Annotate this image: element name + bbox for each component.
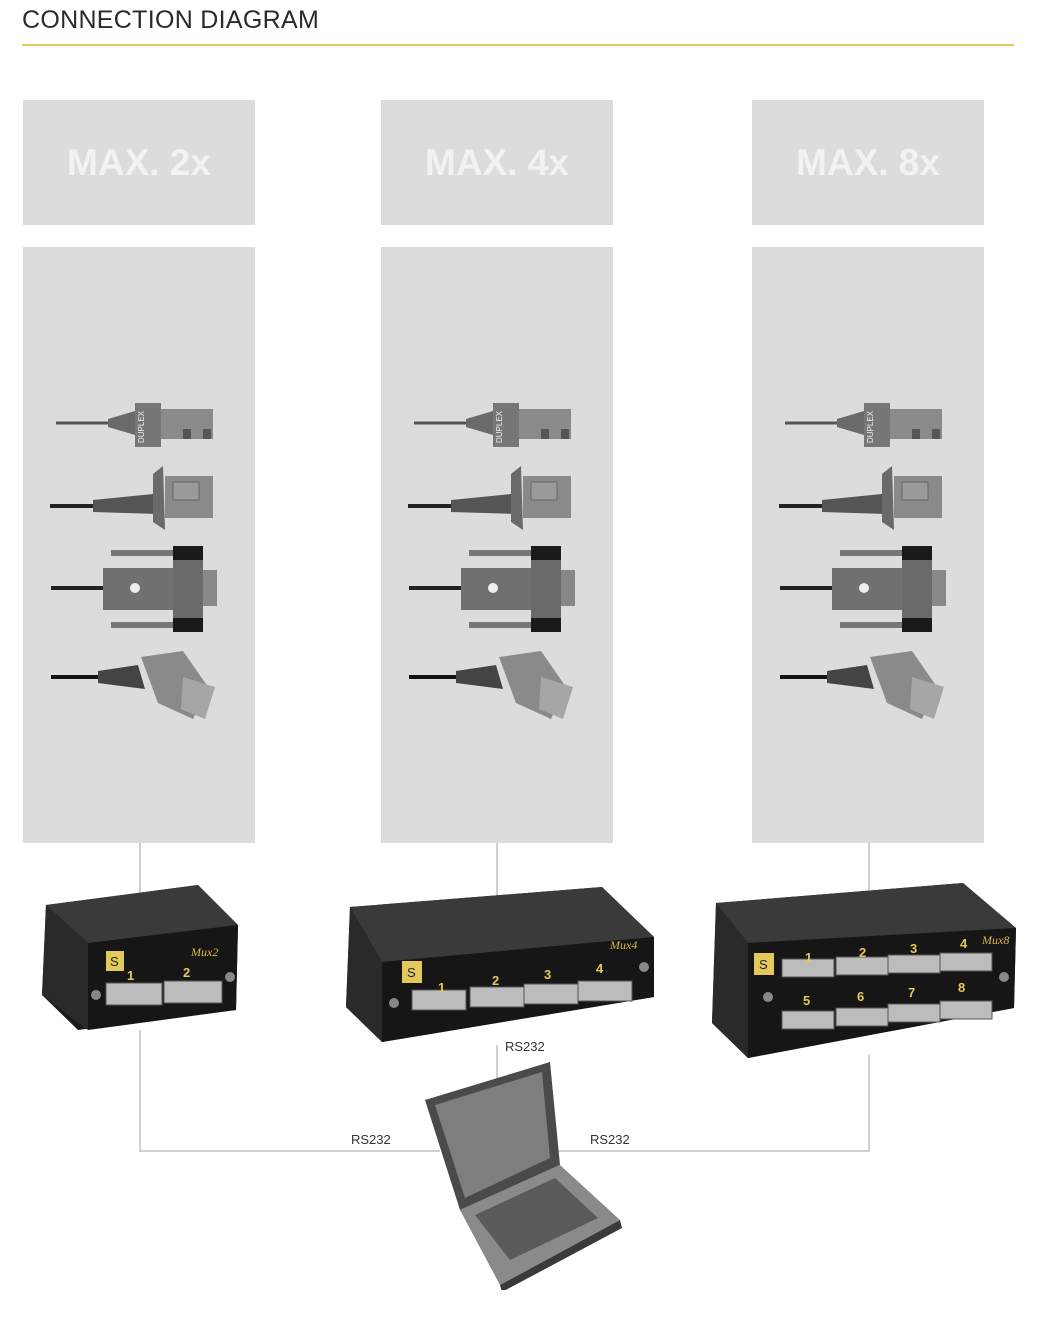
mux2-port-2: 2 <box>183 965 191 980</box>
mux8-port-2: 2 <box>859 945 867 960</box>
page-title: CONNECTION DIAGRAM <box>22 6 320 34</box>
svg-text:S: S <box>407 965 416 980</box>
mux8-port-1: 1 <box>805 950 813 965</box>
connector-panel-col2 <box>381 247 613 843</box>
mux8-port-6: 6 <box>857 989 865 1004</box>
mux2-logo-icon <box>106 951 124 971</box>
connector-panel-col1 <box>23 247 255 843</box>
mux8-port-7: 7 <box>908 985 916 1000</box>
svg-text:S: S <box>759 957 768 972</box>
mux8-port-5: 5 <box>803 993 811 1008</box>
mux8-label: Mux8 <box>982 933 1010 947</box>
duplex-connector-icon: DUPLEX <box>56 403 213 447</box>
duplex-text: DUPLEX <box>137 410 146 443</box>
mux2-port-1: 1 <box>127 968 135 983</box>
sensor-connector-icon <box>51 651 215 719</box>
mux8-port-4: 4 <box>960 936 968 951</box>
max-8x-header: MAX. 8x <box>752 100 984 225</box>
sensor-connector-icon <box>409 651 573 719</box>
round-connector-icon <box>408 466 571 530</box>
sensor-connector-icon <box>780 651 944 719</box>
mux4-logo-icon <box>402 961 422 983</box>
mux4-port-2: 2 <box>492 973 500 988</box>
svg-text:S: S <box>110 954 119 969</box>
max-2x-header: MAX. 2x <box>23 100 255 225</box>
mux4-port-3: 3 <box>544 967 552 982</box>
wire-mux8-to-pc <box>555 1055 870 1152</box>
max-2x-label: MAX. 2x <box>67 141 211 183</box>
mux4-label: Mux4 <box>610 938 638 952</box>
duplex-text: DUPLEX <box>866 410 875 443</box>
mux4-port-1: 1 <box>438 980 446 995</box>
mux8-logo-icon <box>754 953 774 975</box>
round-connector-icon <box>50 466 213 530</box>
dsub-connector-icon <box>780 546 946 632</box>
title-divider <box>22 44 1014 46</box>
dsub-connector-icon <box>409 546 575 632</box>
duplex-connector-icon: DUPLEX <box>414 403 571 447</box>
laptop-icon <box>425 1062 622 1290</box>
max-4x-header: MAX. 4x <box>381 100 613 225</box>
duplex-text: DUPLEX <box>495 410 504 443</box>
wire-mux2-to-pc <box>139 1030 440 1152</box>
round-connector-icon <box>779 466 942 530</box>
mux2-device: S <box>42 885 238 1030</box>
connector-panel-col3 <box>752 247 984 843</box>
mux4-device: S <box>346 887 654 1042</box>
mux8-device: S <box>712 883 1016 1058</box>
mux8-port-8: 8 <box>958 980 966 995</box>
mux2-label: Mux2 <box>191 945 219 959</box>
max-4x-label: MAX. 4x <box>425 141 569 183</box>
rs232-left-label: RS232 <box>351 1132 391 1147</box>
mux8-port-3: 3 <box>910 941 918 956</box>
rs232-center-label: RS232 <box>505 1039 545 1054</box>
max-8x-label: MAX. 8x <box>796 141 940 183</box>
rs232-right-label: RS232 <box>590 1132 630 1147</box>
mux4-port-4: 4 <box>596 961 604 976</box>
dsub-connector-icon <box>51 546 217 632</box>
duplex-connector-icon: DUPLEX <box>785 403 942 447</box>
